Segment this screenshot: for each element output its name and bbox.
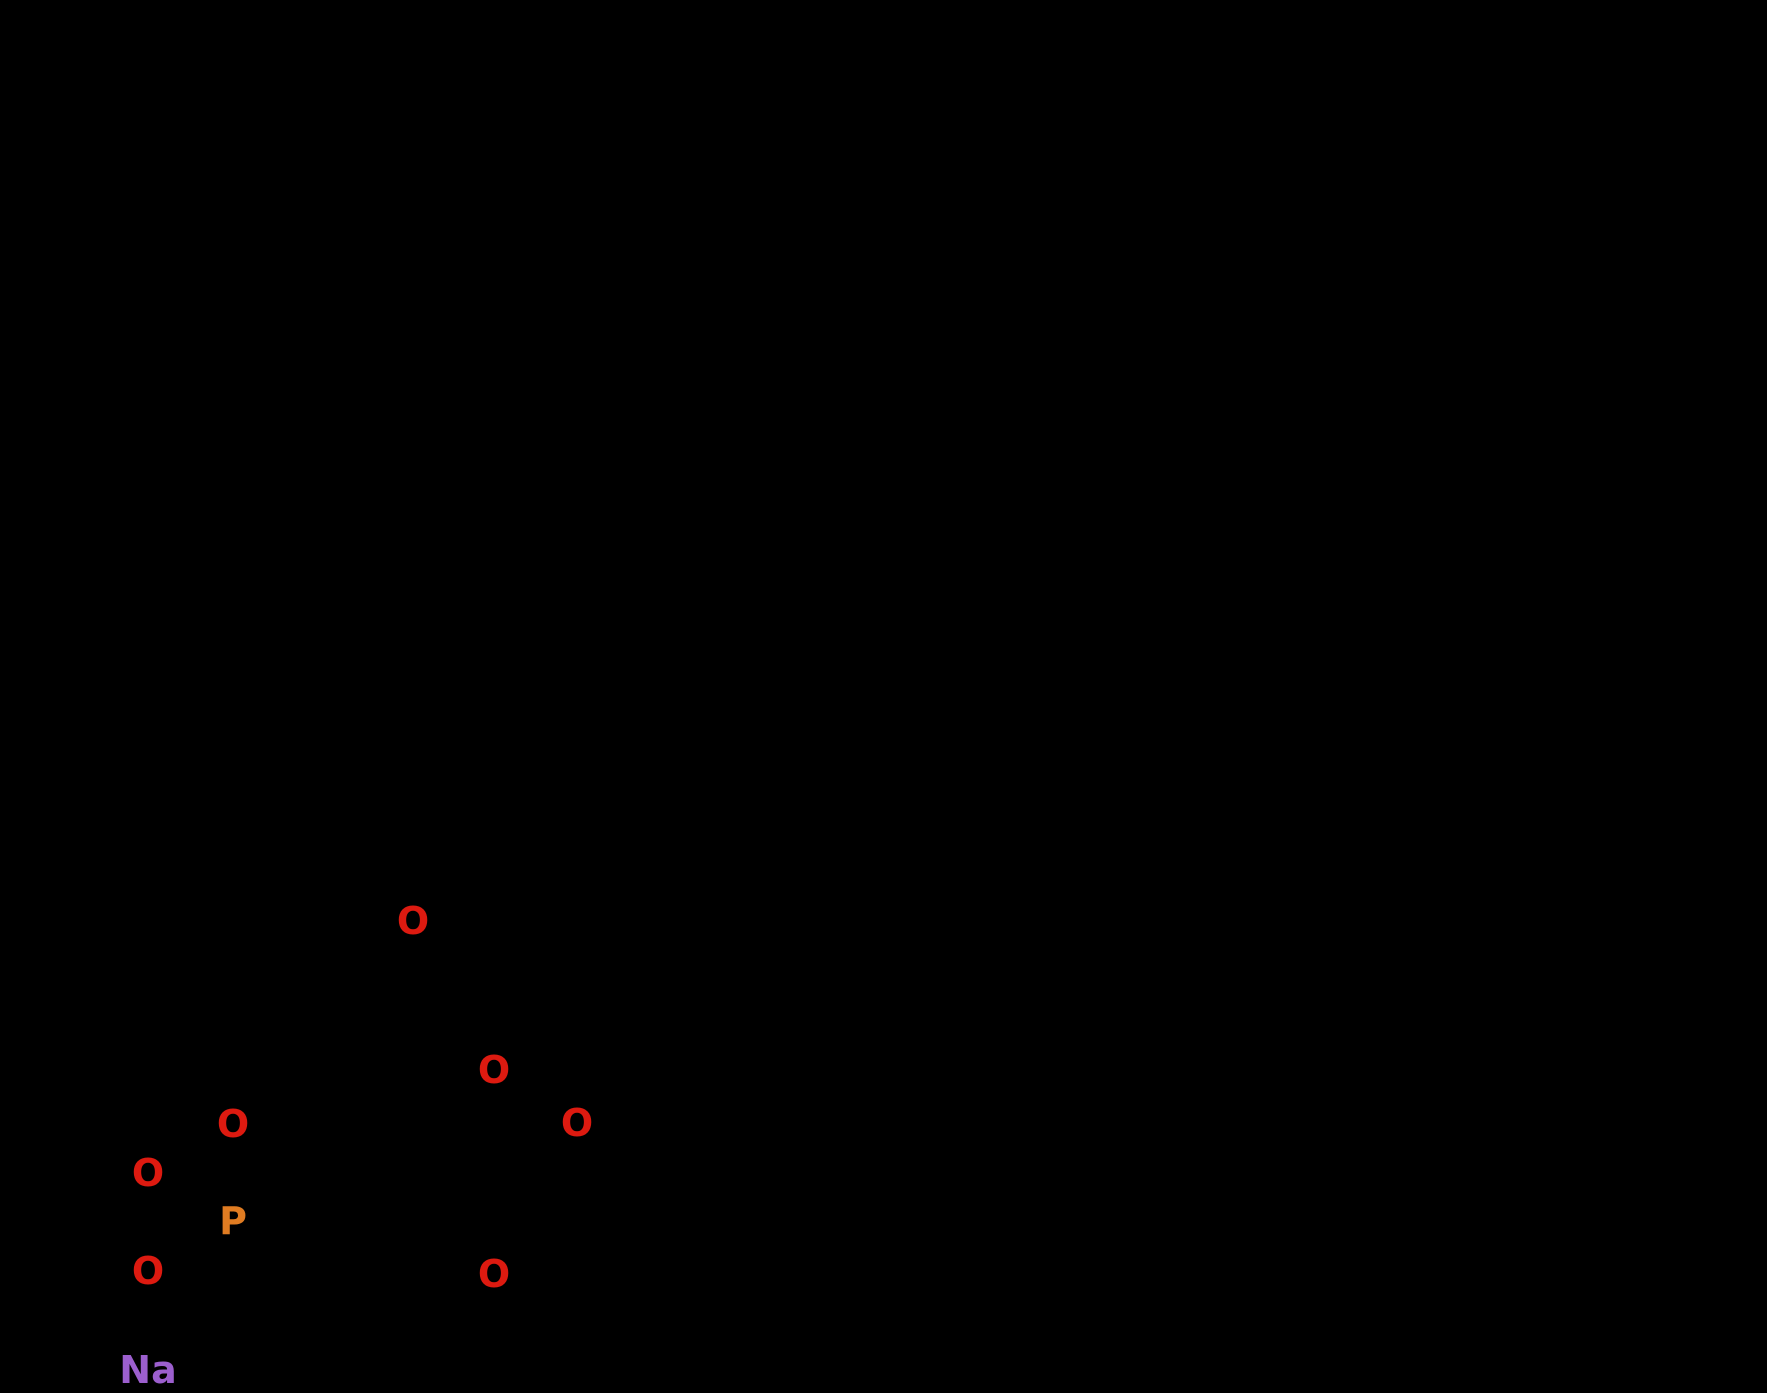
oxygen-atom: O [131, 1249, 165, 1293]
oxygen-atom: O [131, 1151, 165, 1195]
phosphorus-atom: P [219, 1199, 247, 1243]
oxygen-atom: O [396, 899, 430, 943]
oxygen-atom: O [560, 1101, 594, 1145]
sodium-atom: Na [119, 1348, 177, 1392]
oxygen-atom: O [477, 1252, 511, 1296]
oxygen-atom: O [477, 1048, 511, 1092]
oxygen-atom: O [216, 1102, 250, 1146]
